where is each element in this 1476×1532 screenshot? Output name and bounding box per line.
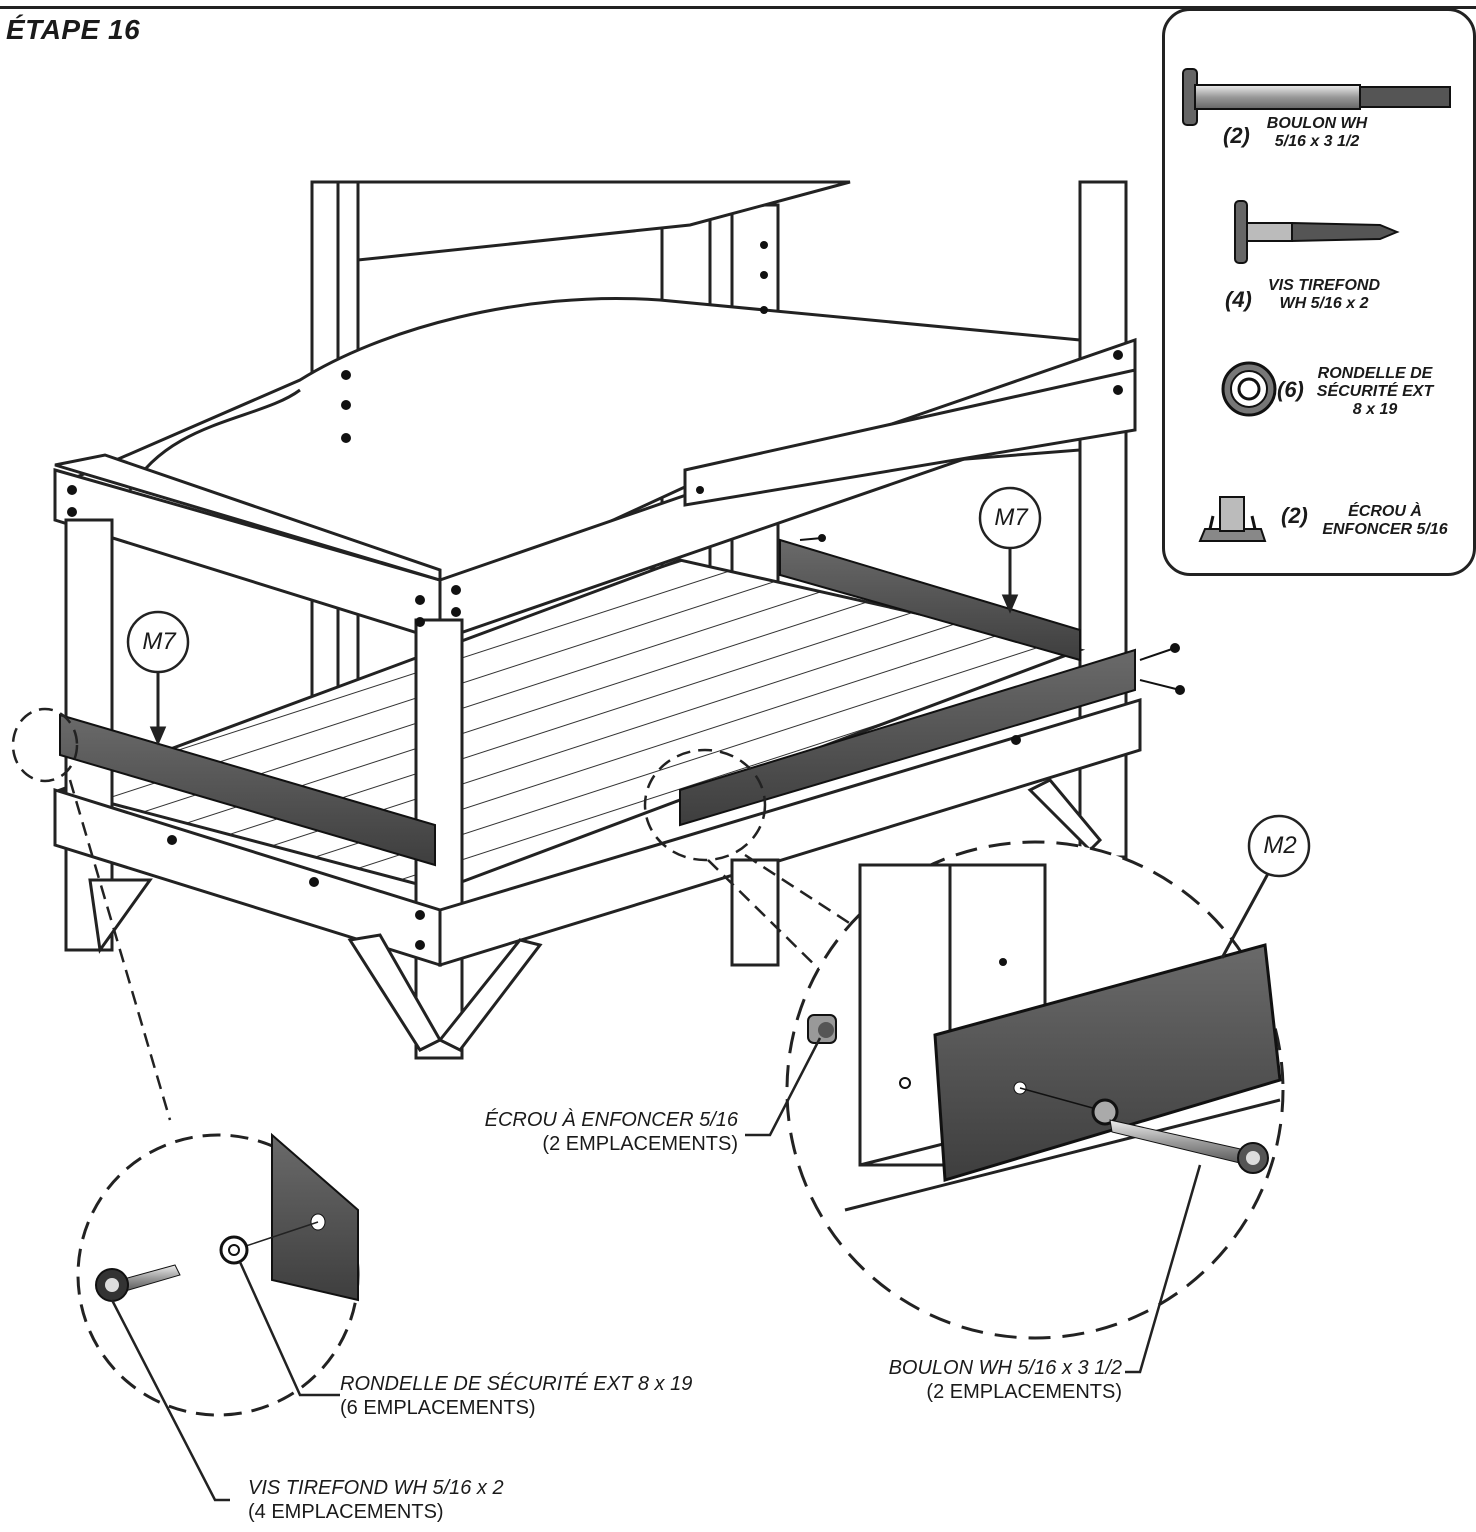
part-tag-m2: M2 <box>1263 832 1297 859</box>
detail-circle-right <box>785 840 1285 1340</box>
hw-washer-name: RONDELLE DE SÉCURITÉ EXT 8 x 19 <box>1316 365 1434 418</box>
bottom-rails <box>53 697 1142 968</box>
part-tag-m7-right: M7 <box>994 504 1028 531</box>
tee-nut-icon <box>1198 496 1267 542</box>
bolt-icon <box>1182 68 1451 126</box>
leader-lines <box>110 1037 1202 1502</box>
callout-washer: RONDELLE DE SÉCURITÉ EXT 8 x 19 (6 EMPLA… <box>340 1373 693 1419</box>
hardware-legend: (2) BOULON WH 5/16 x 3 1/2 (4) VIS TIREF… <box>1162 8 1476 576</box>
lock-washer-icon <box>1221 361 1277 417</box>
tee-nut-detail <box>807 1014 837 1044</box>
step-title: ÉTAPE 16 <box>6 14 141 45</box>
callout-bolt: BOULON WH 5/16 x 3 1/2 (2 EMPLACEMENTS) <box>888 1357 1122 1403</box>
detail-circle-left <box>76 1132 360 1417</box>
hw-teenut-name: ÉCROU À ENFONCER 5/16 <box>1322 503 1448 538</box>
rear-wall <box>65 180 1082 631</box>
lag-screw-icon <box>1234 200 1400 264</box>
hw-bolt-qty: (2) <box>1223 123 1250 148</box>
part-tag-m7-left: M7 <box>142 628 176 655</box>
hw-screw-name: VIS TIREFOND WH 5/16 x 2 <box>1267 277 1380 312</box>
fasteners-right <box>799 534 1185 695</box>
hardware-icons <box>1182 68 1451 542</box>
callout-tee-nut: ÉCROU À ENFONCER 5/16 (2 EMPLACEMENTS) <box>484 1109 738 1155</box>
callout-screw: VIS TIREFOND WH 5/16 x 2 (4 EMPLACEMENTS… <box>248 1477 504 1523</box>
tag-leaders <box>149 543 1272 959</box>
top-rule <box>0 6 1476 9</box>
bolt-holes <box>67 241 1123 950</box>
detail-markers <box>11 707 861 1121</box>
top-rails <box>53 337 1137 643</box>
m7-board-left <box>59 713 436 867</box>
hw-screw-qty: (4) <box>1225 287 1252 312</box>
part-tag-circles <box>126 486 1311 878</box>
hw-bolt-name: BOULON WH 5/16 x 3 1/2 <box>1266 115 1368 150</box>
hw-teenut-qty: (2) <box>1281 503 1308 528</box>
hw-washer-qty: (6) <box>1277 377 1304 402</box>
leg-braces <box>88 778 1103 1052</box>
m7-board-right <box>679 538 1136 827</box>
